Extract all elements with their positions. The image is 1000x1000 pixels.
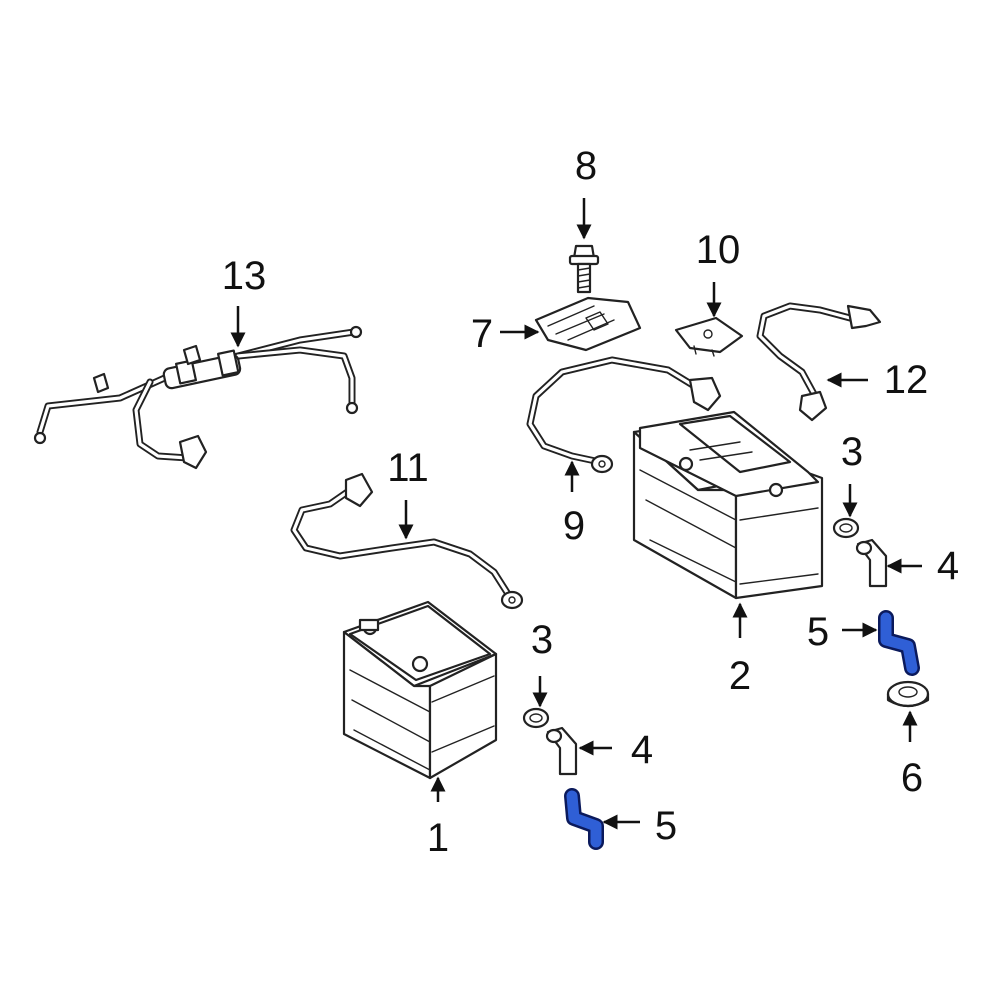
callout-8: 8 [574, 144, 598, 188]
battery-part-1[interactable] [342, 600, 498, 780]
callout-13: 13 [221, 254, 267, 298]
callout-10: 10 [695, 228, 741, 272]
callout-2: 2 [728, 654, 752, 698]
callout-1: 1 [426, 816, 450, 860]
callout-9: 9 [562, 504, 586, 548]
terminal-cover-part-10[interactable] [674, 316, 744, 357]
elbow-fitting-part-4-right[interactable] [855, 538, 888, 588]
elbow-fitting-part-4-left[interactable] [545, 726, 578, 776]
callout-4-left: 4 [630, 728, 654, 772]
battery-cable-part-12[interactable] [756, 302, 882, 422]
hold-down-bracket-part-7[interactable] [534, 296, 642, 352]
callout-3-right: 3 [840, 430, 864, 474]
callout-11: 11 [387, 446, 429, 490]
battery-cable-part-11[interactable] [290, 472, 524, 610]
vent-plug-part-3-right[interactable] [832, 517, 860, 539]
battery-cable-part-9[interactable] [526, 356, 722, 474]
callout-4-right: 4 [936, 544, 960, 588]
vent-plug-part-3-left[interactable] [522, 707, 550, 729]
vent-hose-part-5-left[interactable] [564, 788, 604, 850]
callout-7: 7 [470, 312, 494, 356]
bolt-part-8[interactable] [568, 244, 600, 294]
vent-hose-part-5-right[interactable] [878, 610, 920, 676]
callout-6: 6 [900, 756, 924, 800]
grommet-part-6[interactable] [886, 680, 930, 708]
battery-part-2[interactable] [632, 410, 824, 600]
wiring-harness-part-13[interactable] [33, 325, 363, 470]
callout-5-left: 5 [654, 804, 678, 848]
callout-3-left: 3 [530, 618, 554, 662]
callout-12: 12 [883, 358, 929, 402]
callout-arrows [230, 198, 922, 830]
callout-5-right: 5 [806, 610, 830, 654]
